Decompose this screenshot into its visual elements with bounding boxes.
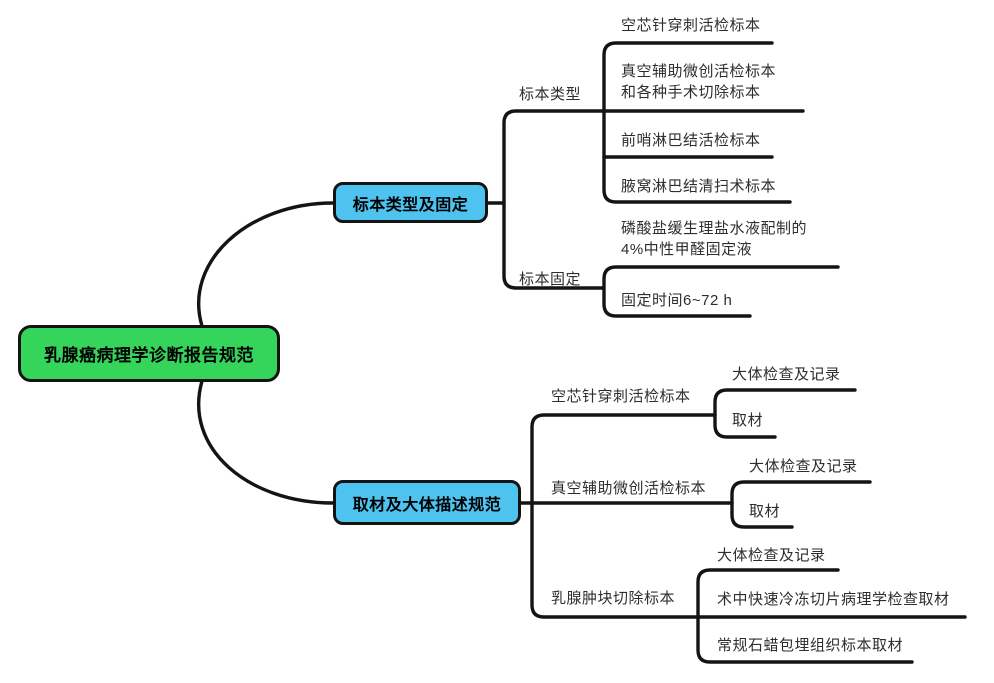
- edge-specimen-fixation-spine: [602, 265, 840, 318]
- edge-branch1-spine: [502, 109, 605, 290]
- root-node-label: 乳腺癌病理学诊断报告规范: [44, 346, 254, 365]
- edge-root-branch2: [196, 379, 335, 505]
- node-breast-mass-excision-specimen[interactable]: 乳腺肿块切除标本: [551, 590, 676, 607]
- root-node[interactable]: 乳腺癌病理学诊断报告规范: [18, 325, 280, 382]
- leaf-gross-exam-and-record-1[interactable]: 大体检查及记录: [732, 366, 841, 383]
- edge-specimen-type-spine: [602, 41, 792, 204]
- edge-root-branch1: [196, 201, 335, 328]
- leaf-gross-exam-and-record-2[interactable]: 大体检查及记录: [749, 458, 858, 475]
- leaf-sentinel-lymph-node-biopsy-specimen[interactable]: 前哨淋巴结活检标本: [621, 132, 761, 149]
- leaf-fixation-time[interactable]: 固定时间6~72 h: [621, 292, 733, 309]
- leaf-gross-exam-and-record-3[interactable]: 大体检查及记录: [717, 547, 826, 564]
- branch2-label: 取材及大体描述规范: [352, 496, 502, 514]
- leaf-intraoperative-frozen-section-sampling[interactable]: 术中快速冷冻切片病理学检查取材: [717, 591, 950, 608]
- node-specimen-type[interactable]: 标本类型: [519, 86, 582, 103]
- edge-branch2-spine: [530, 413, 967, 619]
- branch1-label: 标本类型及固定: [352, 196, 469, 214]
- leaf-routine-paraffin-embedded-tissue-sampling[interactable]: 常规石蜡包埋组织标本取材: [717, 637, 904, 654]
- edge-vacuum-children: [730, 480, 872, 529]
- leaf-sampling-2[interactable]: 取材: [749, 503, 781, 520]
- edge-mass-excision-children: [696, 568, 914, 664]
- branch-node-specimen-type-and-fixation[interactable]: 标本类型及固定: [333, 182, 488, 223]
- leaf-formalin-fixative-solution[interactable]: 磷酸盐缓生理盐水液配制的 4%中性甲醛固定液: [621, 220, 808, 258]
- leaf-vacuum-assisted-and-surgical-specimens[interactable]: 真空辅助微创活检标本 和各种手术切除标本: [621, 63, 777, 101]
- node-vacuum-assisted-biopsy-specimen[interactable]: 真空辅助微创活检标本: [551, 480, 707, 497]
- edge-core-needle-children: [713, 388, 857, 439]
- node-specimen-fixation[interactable]: 标本固定: [519, 271, 582, 288]
- leaf-sampling-1[interactable]: 取材: [732, 412, 764, 429]
- branch-node-sampling-and-gross-description[interactable]: 取材及大体描述规范: [333, 480, 521, 525]
- leaf-core-needle-biopsy-specimen[interactable]: 空芯针穿刺活检标本: [621, 17, 761, 34]
- leaf-axillary-lymph-node-dissection-specimen[interactable]: 腋窝淋巴结清扫术标本: [621, 178, 777, 195]
- node-core-needle-biopsy-specimen[interactable]: 空芯针穿刺活检标本: [551, 388, 691, 405]
